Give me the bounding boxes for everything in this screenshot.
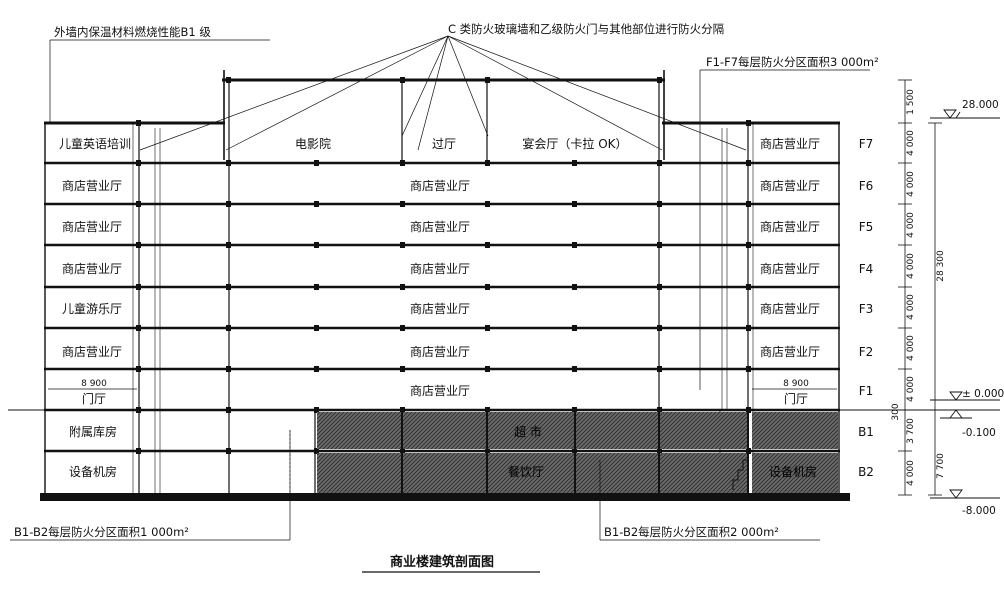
room-f4-center: 商店营业厅 — [410, 261, 470, 276]
basement-stair — [732, 459, 748, 490]
room-f7-banquet: 宴会厅（卡拉 OK） — [522, 136, 627, 151]
annotation-leaders — [10, 35, 870, 541]
room-f3-center: 商店营业厅 — [410, 301, 470, 316]
dim-f5: 4 000 — [906, 212, 916, 238]
dim-f7: 4 000 — [906, 130, 916, 156]
floor-label-f7: F7 — [859, 137, 874, 151]
dim-f4: 4 000 — [906, 253, 916, 279]
dim-below-ground-total: 7 700 — [936, 453, 946, 479]
room-f5-right: 商店营业厅 — [760, 219, 820, 234]
floor-label-f1: F1 — [859, 384, 874, 398]
room-f5-left: 商店营业厅 — [62, 219, 122, 234]
note-basement-right: B1-B2每层防火分区面积2 000m² — [604, 525, 779, 539]
room-f1-center: 商店营业厅 — [410, 383, 470, 398]
room-labels: 儿童英语培训 电影院 过厅 宴会厅（卡拉 OK） 商店营业厅 商店营业厅 商店营… — [59, 136, 820, 479]
note-basement-left: B1-B2每层防火分区面积1 000m² — [14, 525, 189, 539]
drawing-title: 商业楼建筑剖面图 — [390, 554, 494, 570]
dim-f2: 4 000 — [906, 335, 916, 361]
dim-b2: 4 000 — [906, 460, 916, 486]
room-f6-center: 商店营业厅 — [410, 178, 470, 193]
dim-roof-parapet: 1 500 — [906, 89, 916, 115]
room-f1-right-span: 8 900 — [783, 379, 809, 389]
foundation-slab — [40, 493, 850, 501]
basement-hatch-b2-right — [752, 453, 838, 493]
room-f7-right: 商店营业厅 — [760, 136, 820, 151]
dimension-values: 1 500 4 000 4 000 4 000 4 000 4 000 4 00… — [891, 89, 946, 486]
floor-label-b1: B1 — [858, 425, 874, 439]
room-f2-left: 商店营业厅 — [62, 344, 122, 359]
room-f6-right: 商店营业厅 — [760, 178, 820, 193]
floor-label-b2: B2 — [858, 465, 874, 479]
floor-label-f5: F5 — [859, 220, 874, 234]
room-b1-center: 超 市 — [514, 424, 542, 439]
dimension-chain — [898, 79, 942, 496]
elev-basement: -8.000 — [962, 505, 996, 517]
room-f1-right: 门厅 — [784, 391, 808, 406]
room-f3-left: 儿童游乐厅 — [62, 301, 122, 316]
annotation-texts: 外墙内保温材料燃烧性能B1 级 C 类防火玻璃墙和乙级防火门与其他部位进行防火分… — [14, 22, 879, 539]
building-structure — [8, 70, 1000, 501]
dim-ground-offset: 300 — [891, 403, 901, 420]
dim-f1: 4 000 — [906, 376, 916, 402]
dim-b1: 3 700 — [906, 418, 916, 444]
dim-f6: 4 000 — [906, 171, 916, 197]
room-b1-left: 附属库房 — [69, 424, 117, 439]
elev-outdoor: -0.100 — [962, 427, 996, 439]
room-f7-left: 儿童英语培训 — [59, 136, 131, 151]
basement-hatch-b2 — [317, 453, 747, 493]
room-f2-center: 商店营业厅 — [410, 344, 470, 359]
room-f1-left-span: 8 900 — [81, 379, 107, 389]
room-f4-right: 商店营业厅 — [760, 261, 820, 276]
room-f6-left: 商店营业厅 — [62, 178, 122, 193]
note-upper-compartment: F1-F7每层防火分区面积3 000m² — [706, 55, 879, 69]
floor-label-f3: F3 — [859, 302, 874, 316]
room-f2-right: 商店营业厅 — [760, 344, 820, 359]
floor-label-f2: F2 — [859, 345, 874, 359]
basement-hatch-b1-right — [752, 412, 838, 449]
elev-roof: 28.000 — [962, 99, 999, 111]
dim-above-ground-total: 28 300 — [936, 250, 946, 282]
floor-label-f6: F6 — [859, 179, 874, 193]
floor-label-f4: F4 — [859, 262, 874, 276]
elevation-markers — [930, 109, 1000, 499]
dim-f3: 4 000 — [906, 294, 916, 320]
elev-ground: ± 0.000 — [962, 388, 1004, 400]
room-f1-left: 门厅 — [82, 391, 106, 406]
note-exterior-insulation: 外墙内保温材料燃烧性能B1 级 — [54, 25, 211, 39]
room-f4-left: 商店营业厅 — [62, 261, 122, 276]
room-b2-left: 设备机房 — [69, 464, 117, 479]
room-b2-center: 餐饮厅 — [508, 464, 544, 479]
room-f5-center: 商店营业厅 — [410, 219, 470, 234]
note-fire-separation: C 类防火玻璃墙和乙级防火门与其他部位进行防火分隔 — [448, 22, 724, 36]
room-f3-right: 商店营业厅 — [760, 301, 820, 316]
basement-hatch-b1 — [317, 412, 747, 449]
room-f7-hall: 过厅 — [432, 137, 456, 151]
floor-labels: F7 F6 F5 F4 F3 F2 F1 B1 B2 — [858, 137, 874, 479]
elevation-values: 28.000 ± 0.000 -0.100 -8.000 — [962, 99, 1004, 517]
room-b2-right: 设备机房 — [769, 464, 817, 479]
room-f7-cinema: 电影院 — [295, 137, 331, 151]
